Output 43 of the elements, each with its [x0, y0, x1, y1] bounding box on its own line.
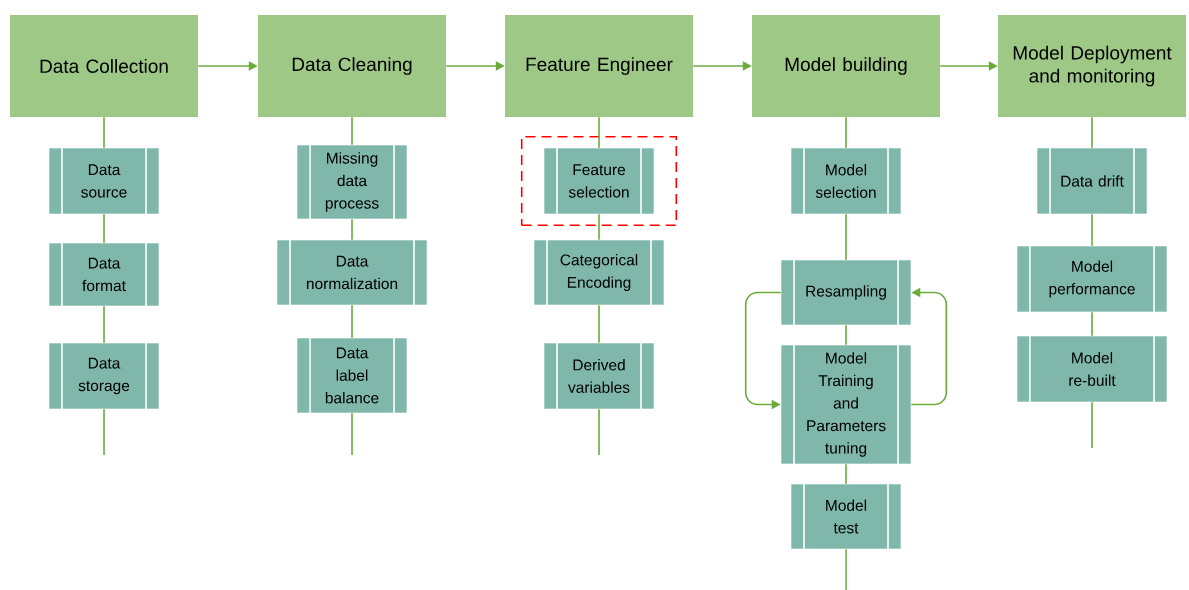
subprocess-box: Model re-built	[1016, 335, 1168, 403]
subprocess-box: Data drift	[1036, 147, 1148, 215]
connector-line	[598, 304, 600, 344]
subprocess-box: Data source	[48, 147, 160, 215]
connector-line	[351, 304, 353, 339]
highlight-box	[520, 135, 678, 227]
subprocess-box: Data format	[48, 242, 160, 307]
subprocess-box: Categorical Encoding	[533, 239, 665, 306]
subprocess-box: Resampling	[780, 259, 912, 326]
connector-line	[845, 116, 847, 149]
connector-line	[351, 218, 353, 241]
connector-line	[103, 116, 105, 149]
connector-line	[845, 324, 847, 346]
subprocess-box: Model test	[790, 483, 902, 550]
connector-line	[598, 408, 600, 456]
subprocess-box: Feature selection	[543, 147, 655, 215]
subprocess-box: Model performance	[1016, 245, 1168, 313]
connector-line	[103, 408, 105, 456]
subprocess-box: Model selection	[790, 147, 902, 215]
subprocess-box: Missing data process	[296, 144, 408, 220]
connector-line	[1091, 311, 1093, 337]
subprocess-box: Model Training and Parameters tuning	[780, 344, 912, 465]
connector-line	[103, 213, 105, 244]
subprocess-box: Data storage	[48, 342, 160, 410]
connector-line	[598, 116, 600, 149]
connector-line	[1091, 116, 1093, 149]
connector-line	[598, 213, 600, 241]
connector-line	[351, 116, 353, 146]
process-box: Model Deployment and monitoring	[998, 15, 1186, 117]
subprocess-box: Data normalization	[276, 239, 428, 306]
connector-line	[845, 548, 847, 590]
connector-line	[1091, 401, 1093, 449]
connector-line	[351, 412, 353, 456]
subprocess-box: Data label balance	[296, 337, 408, 414]
process-box: Data Cleaning	[258, 15, 446, 117]
connector-line	[103, 305, 105, 344]
connector-line	[845, 463, 847, 485]
process-box: Data Collection	[10, 15, 198, 117]
process-box: Model building	[752, 15, 940, 117]
subprocess-box: Derived variables	[543, 342, 655, 410]
connector-line	[1091, 213, 1093, 247]
process-box: Feature Engineer	[505, 15, 693, 117]
connector-line	[845, 213, 847, 261]
